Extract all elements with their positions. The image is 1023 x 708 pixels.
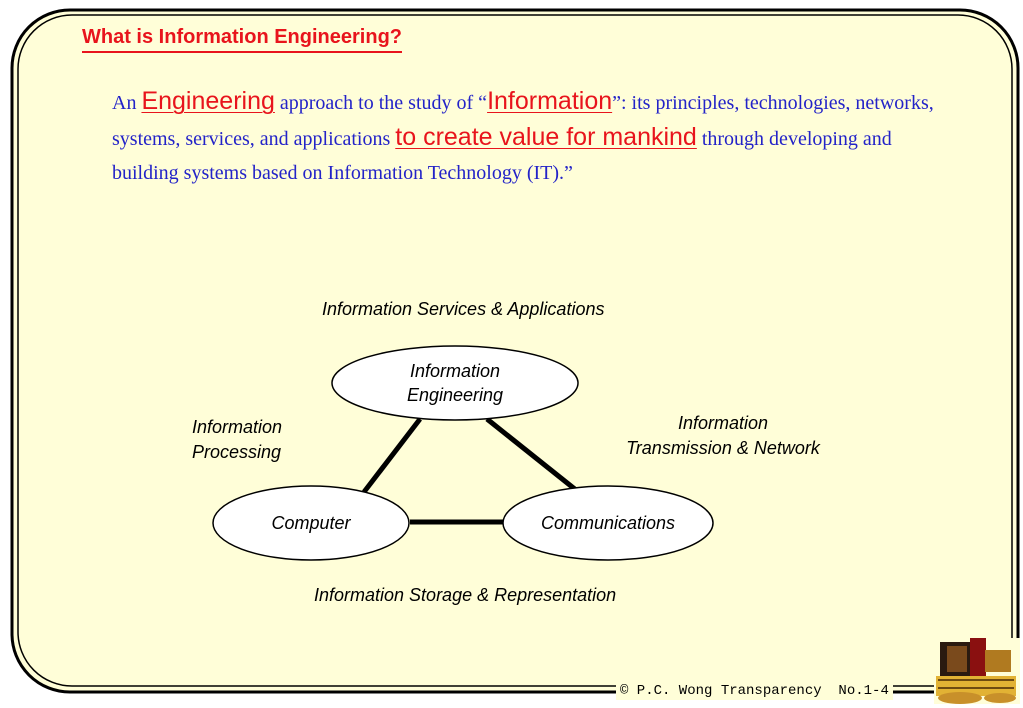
footer-copyright: © P.C. Wong Transparency No.1-4 bbox=[616, 682, 893, 700]
connector-engineering-computer bbox=[362, 417, 422, 494]
label-transmission-network: Information Transmission & Network bbox=[606, 411, 840, 461]
logo-emblem bbox=[934, 638, 1020, 704]
node-information-engineering-label: Information Engineering bbox=[355, 359, 555, 407]
node-engineering-line2: Engineering bbox=[406, 385, 504, 405]
definition-paragraph: An Engineering approach to the study of … bbox=[112, 84, 952, 190]
label-processing-line1: Information bbox=[192, 417, 283, 437]
label-storage-representation: Information Storage & Representation bbox=[314, 585, 617, 605]
node-communications bbox=[502, 485, 714, 561]
node-computer-label: Computer bbox=[271, 513, 351, 533]
label-information-processing: Information Processing bbox=[192, 415, 282, 465]
slide-border-inner bbox=[17, 14, 1013, 687]
node-computer bbox=[212, 485, 410, 561]
node-engineering-line1: Information bbox=[409, 361, 501, 381]
highlight-engineering: Engineering bbox=[141, 87, 275, 115]
label-services-applications: Information Services & Applications bbox=[322, 299, 605, 319]
definition-text-3: ”: its principles, technologies, network… bbox=[112, 92, 934, 150]
definition-text-2: approach to the study of “ bbox=[274, 92, 488, 114]
node-communications-label: Communications bbox=[540, 513, 676, 533]
label-processing-line2: Processing bbox=[192, 442, 282, 462]
slide-title: What is Information Engineering? bbox=[82, 24, 402, 53]
label-transmission-line1: Information bbox=[677, 413, 769, 433]
connector-engineering-communications bbox=[485, 417, 578, 492]
highlight-value-for-mankind: to create value for mankind bbox=[395, 123, 697, 151]
definition-text-4: through developing and building systems … bbox=[112, 128, 892, 184]
highlight-information: Information bbox=[487, 87, 613, 115]
label-transmission-line2: Transmission & Network bbox=[626, 438, 820, 458]
node-information-engineering bbox=[331, 345, 579, 421]
definition-text-1: An bbox=[112, 92, 142, 114]
